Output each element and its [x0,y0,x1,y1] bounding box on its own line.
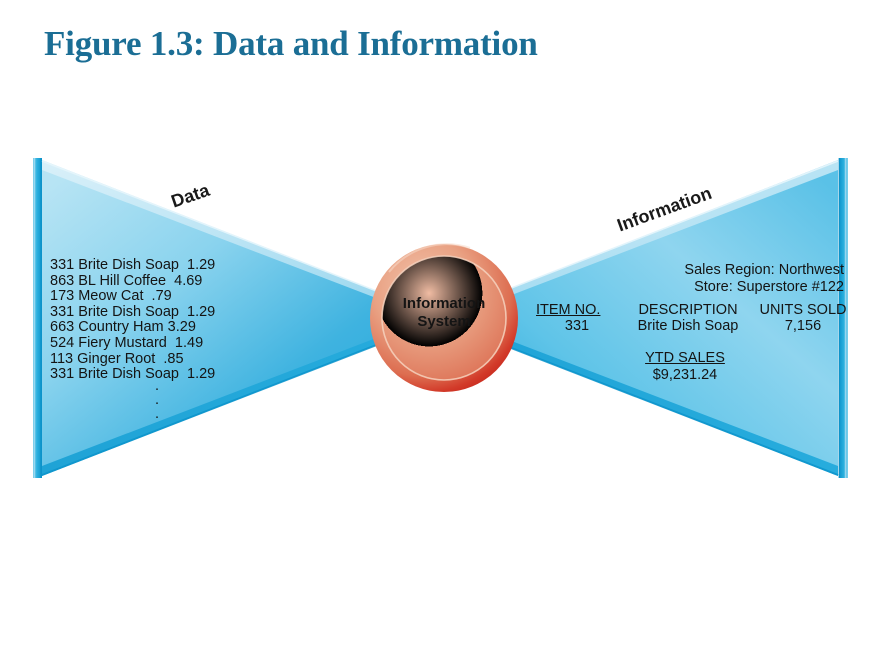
raw-data-row: 663 Country Ham 3.29 [50,319,196,336]
sphere-label: Information System [373,295,515,330]
report-col-description: DESCRIPTION [638,302,738,318]
sphere-label-line1: Information [402,295,486,312]
table-cell: 7,156 [784,318,822,334]
information-system-sphere [370,243,518,392]
report-table: ITEM NO. DESCRIPTION UNITS SOLD 331 Brite… [536,302,848,334]
raw-data-row: 113 Ginger Root .85 [50,350,184,367]
raw-data-row: 173 Meow Cat .79 [50,288,172,305]
ellipsis-dot: . [154,378,160,394]
ytd-sales-block: YTD SALES $9,231.24 [536,350,848,384]
ytd-sales-value: $9,231.24 [652,367,718,383]
raw-data-row: 524 Fiery Mustard 1.49 [50,334,204,351]
ellipsis-dot: . [154,406,160,422]
report-table-body: 331 Brite Dish Soap 7,156 [536,318,848,334]
raw-data-row: 331 Brite Dish Soap 1.29 [50,303,216,320]
table-cell: 331 [564,318,590,334]
report-table-header-row: ITEM NO. DESCRIPTION UNITS SOLD [536,302,848,318]
report-col-units-sold: UNITS SOLD [759,302,847,318]
table-row: 331 Brite Dish Soap 7,156 [536,318,848,334]
report-header-line: Sales Region: Northwest [684,262,844,278]
report-header-line: Store: Superstore #122 [694,278,844,295]
ellipsis-dot: . [154,392,160,408]
table-cell: Brite Dish Soap [637,318,739,334]
sphere-label-line2: System [417,312,471,330]
raw-data-row: 863 BL Hill Coffee 4.69 [50,272,203,289]
report-col-item-no: ITEM NO. [536,302,601,318]
raw-data-row: 331 Brite Dish Soap 1.29 [50,257,216,273]
left-funnel-shape [33,158,447,478]
ytd-sales-label: YTD SALES [645,350,725,366]
raw-data-row: 331 Brite Dish Soap 1.29 [50,366,216,383]
raw-data-ellipsis: ... [102,378,212,422]
page-title: Figure 1.3: Data and Information [44,24,538,63]
right-funnel-shape [433,158,848,478]
